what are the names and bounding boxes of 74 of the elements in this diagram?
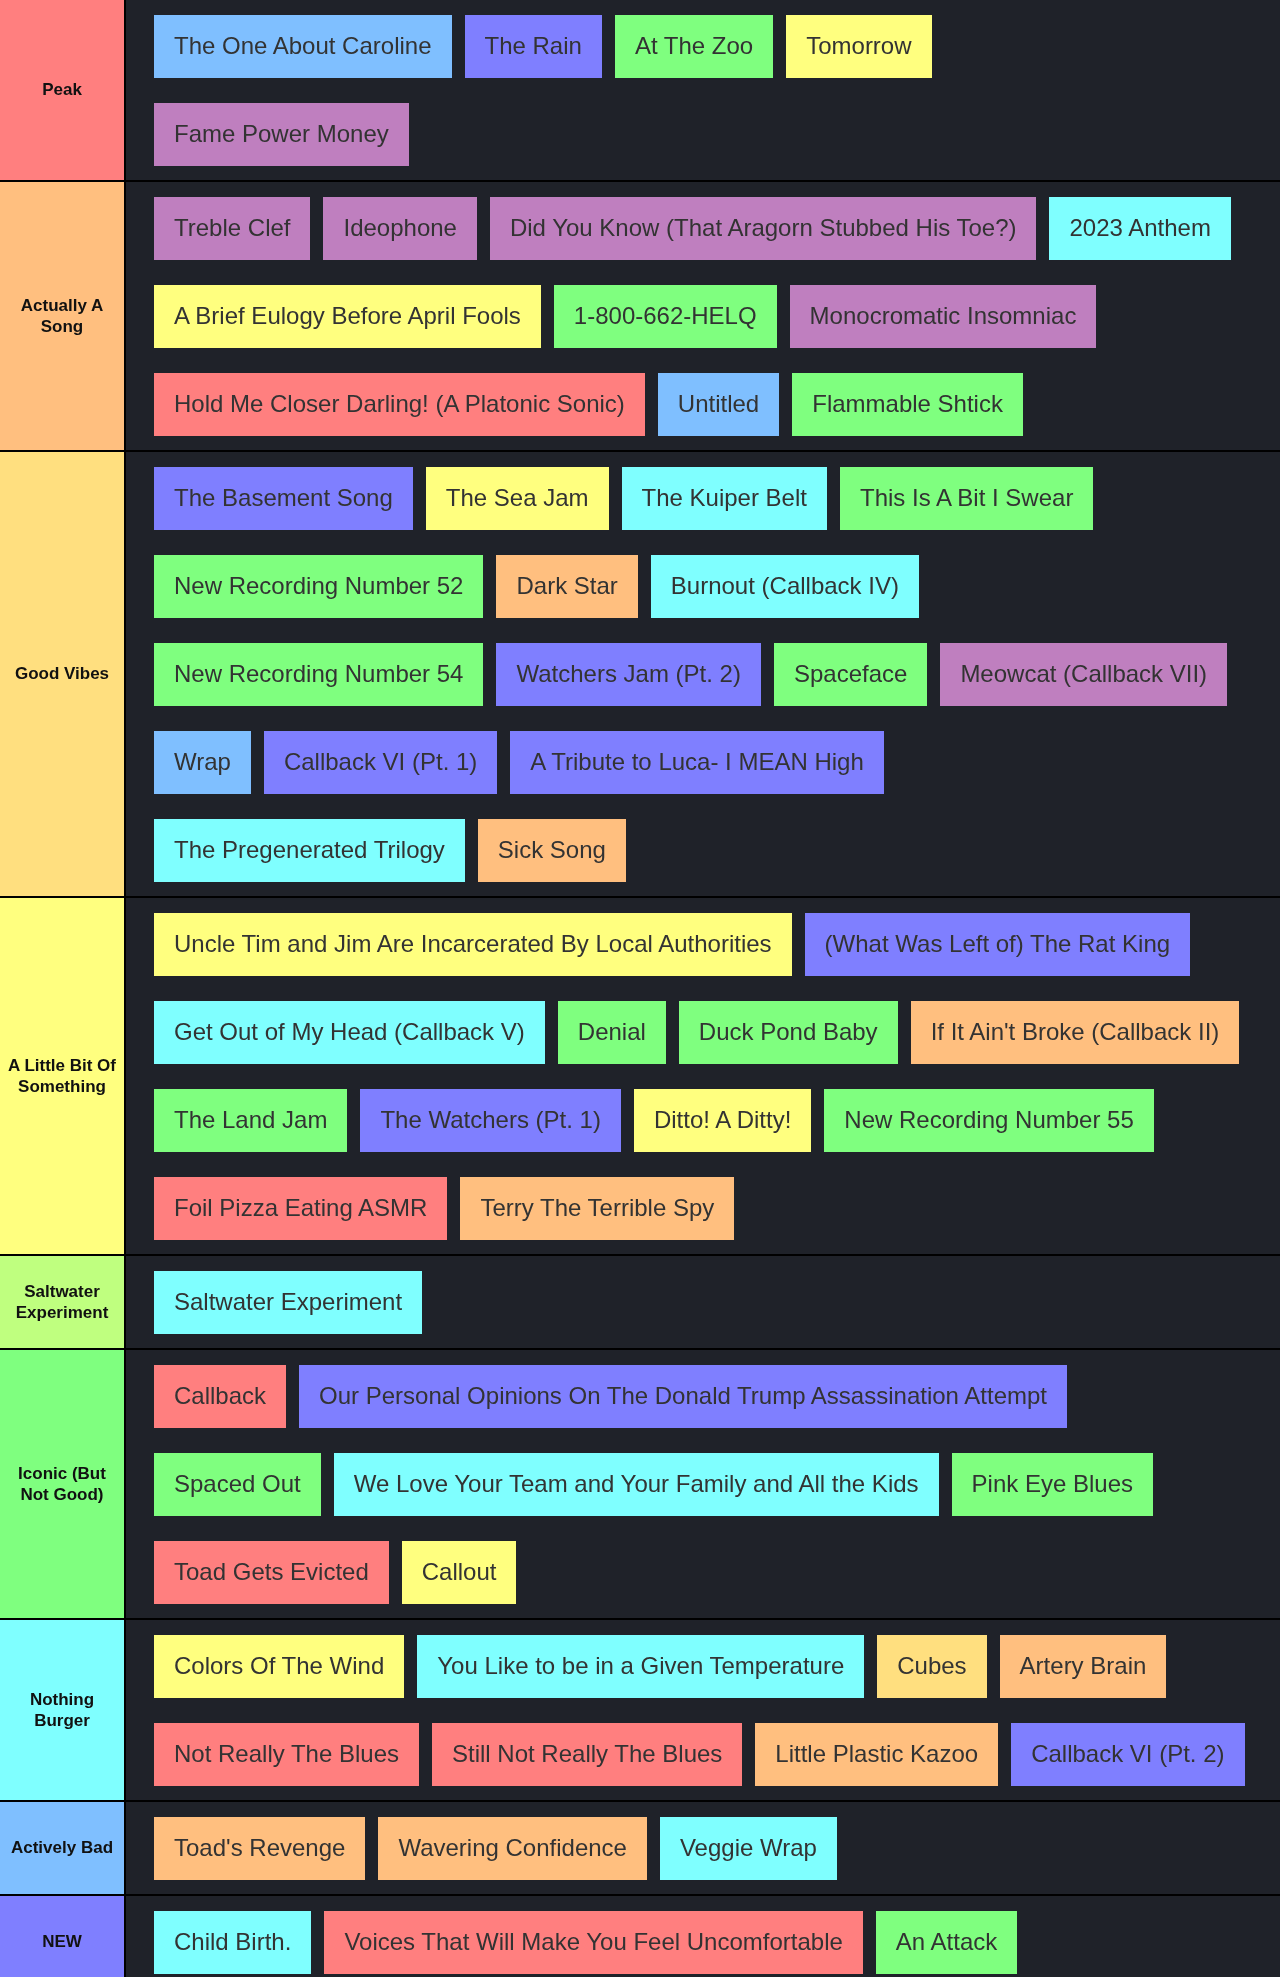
song-tile: Callback VI (Pt. 2)	[1011, 1722, 1245, 1786]
song-tile: The Basement Song	[154, 466, 413, 530]
song-tile: Saltwater Experiment	[154, 1270, 423, 1334]
song-tile: Wrap	[154, 730, 251, 794]
tier-label: Nothing Burger	[0, 1620, 124, 1800]
song-tile: Ditto! A Ditty!	[633, 1088, 812, 1152]
song-tile: Wavering Confidence	[378, 1816, 647, 1880]
tier-label: Actually A Song	[0, 182, 124, 450]
tier-label: Actively Bad	[0, 1802, 124, 1894]
song-tile: Flammable Shtick	[792, 372, 1023, 436]
song-tile: Toad's Revenge	[154, 1816, 366, 1880]
song-tile: Get Out of My Head (Callback V)	[154, 1000, 545, 1064]
tier-label: NEW	[0, 1896, 124, 1977]
song-tile: The Kuiper Belt	[621, 466, 827, 530]
song-tile: Watchers Jam (Pt. 2)	[496, 642, 761, 706]
song-tile: Fame Power Money	[154, 102, 409, 166]
song-tile: A Tribute to Luca- I MEAN High	[510, 730, 884, 794]
song-tile: If It Ain't Broke (Callback II)	[910, 1000, 1240, 1064]
song-tile: Callback	[154, 1364, 287, 1428]
song-tile: Uncle Tim and Jim Are Incarcerated By Local Authorities	[154, 912, 792, 976]
song-tile: Denial	[557, 1000, 666, 1064]
song-tile: Little Plastic Kazoo	[755, 1722, 999, 1786]
tier-label: Saltwater Experiment	[0, 1256, 124, 1348]
song-tile: Monocromatic Insomniac	[789, 284, 1097, 348]
song-tile: Dark Star	[496, 554, 638, 618]
song-tile: Did You Know (That Aragorn Stubbed His Toe?)	[489, 196, 1037, 260]
song-tile: This Is A Bit I Swear	[839, 466, 1094, 530]
song-tile: At The Zoo	[614, 14, 774, 78]
song-tile: Duck Pond Baby	[678, 1000, 898, 1064]
song-tile: Cubes	[877, 1634, 987, 1698]
song-tile: Hold Me Closer Darling! (A Platonic Sonic)	[154, 372, 645, 436]
song-tile: Colors Of The Wind	[154, 1634, 405, 1698]
song-tile: New Recording Number 54	[154, 642, 484, 706]
song-tile: Spaced Out	[154, 1452, 321, 1516]
song-tile: The Land Jam	[154, 1088, 348, 1152]
song-tile: Tomorrow	[786, 14, 932, 78]
song-tile: Our Personal Opinions On The Donald Trump Assassination Attempt	[299, 1364, 1067, 1428]
song-tile: Untitled	[657, 372, 780, 436]
song-tile: Foil Pizza Eating ASMR	[154, 1176, 448, 1240]
song-tile: Artery Brain	[999, 1634, 1167, 1698]
song-tile: Veggie Wrap	[659, 1816, 837, 1880]
tier-label: A Little Bit Of Something	[0, 898, 124, 1254]
song-tile: New Recording Number 55	[824, 1088, 1154, 1152]
song-tile: New Recording Number 52	[154, 554, 484, 618]
song-tile: Terry The Terrible Spy	[460, 1176, 735, 1240]
song-tile: The One About Caroline	[154, 14, 452, 78]
song-tile: (What Was Left of) The Rat King	[804, 912, 1191, 976]
song-tile: Voices That Will Make You Feel Uncomfortable	[324, 1910, 863, 1974]
tier-label: Good Vibes	[0, 452, 124, 896]
song-tile: Not Really The Blues	[154, 1722, 419, 1786]
song-tile: Callback VI (Pt. 1)	[263, 730, 498, 794]
song-tile: Still Not Really The Blues	[432, 1722, 743, 1786]
song-tile: Callout	[401, 1540, 517, 1604]
tier-label: Peak	[0, 0, 124, 180]
song-tile: We Love Your Team and Your Family and All the Kids	[333, 1452, 939, 1516]
song-tile: Sick Song	[477, 818, 626, 882]
song-tile: Child Birth.	[154, 1910, 312, 1974]
song-tile: The Pregenerated Trilogy	[154, 818, 465, 882]
song-tile: An Attack	[875, 1910, 1018, 1974]
song-tile: The Sea Jam	[425, 466, 609, 530]
song-tile: Meowcat (Callback VII)	[940, 642, 1228, 706]
song-tile: Burnout (Callback IV)	[650, 554, 919, 618]
song-tile: Ideophone	[323, 196, 477, 260]
song-tile: Toad Gets Evicted	[154, 1540, 389, 1604]
song-tile: The Rain	[464, 14, 602, 78]
tier-label: Iconic (But Not Good)	[0, 1350, 124, 1618]
song-tile: The Watchers (Pt. 1)	[360, 1088, 621, 1152]
song-tile: 2023 Anthem	[1049, 196, 1231, 260]
song-tile: Treble Clef	[154, 196, 311, 260]
song-tile: A Brief Eulogy Before April Fools	[154, 284, 541, 348]
song-tile: Pink Eye Blues	[951, 1452, 1153, 1516]
song-tile: You Like to be in a Given Temperature	[417, 1634, 865, 1698]
song-tile: 1-800-662-HELQ	[553, 284, 777, 348]
song-tile: Spaceface	[773, 642, 928, 706]
